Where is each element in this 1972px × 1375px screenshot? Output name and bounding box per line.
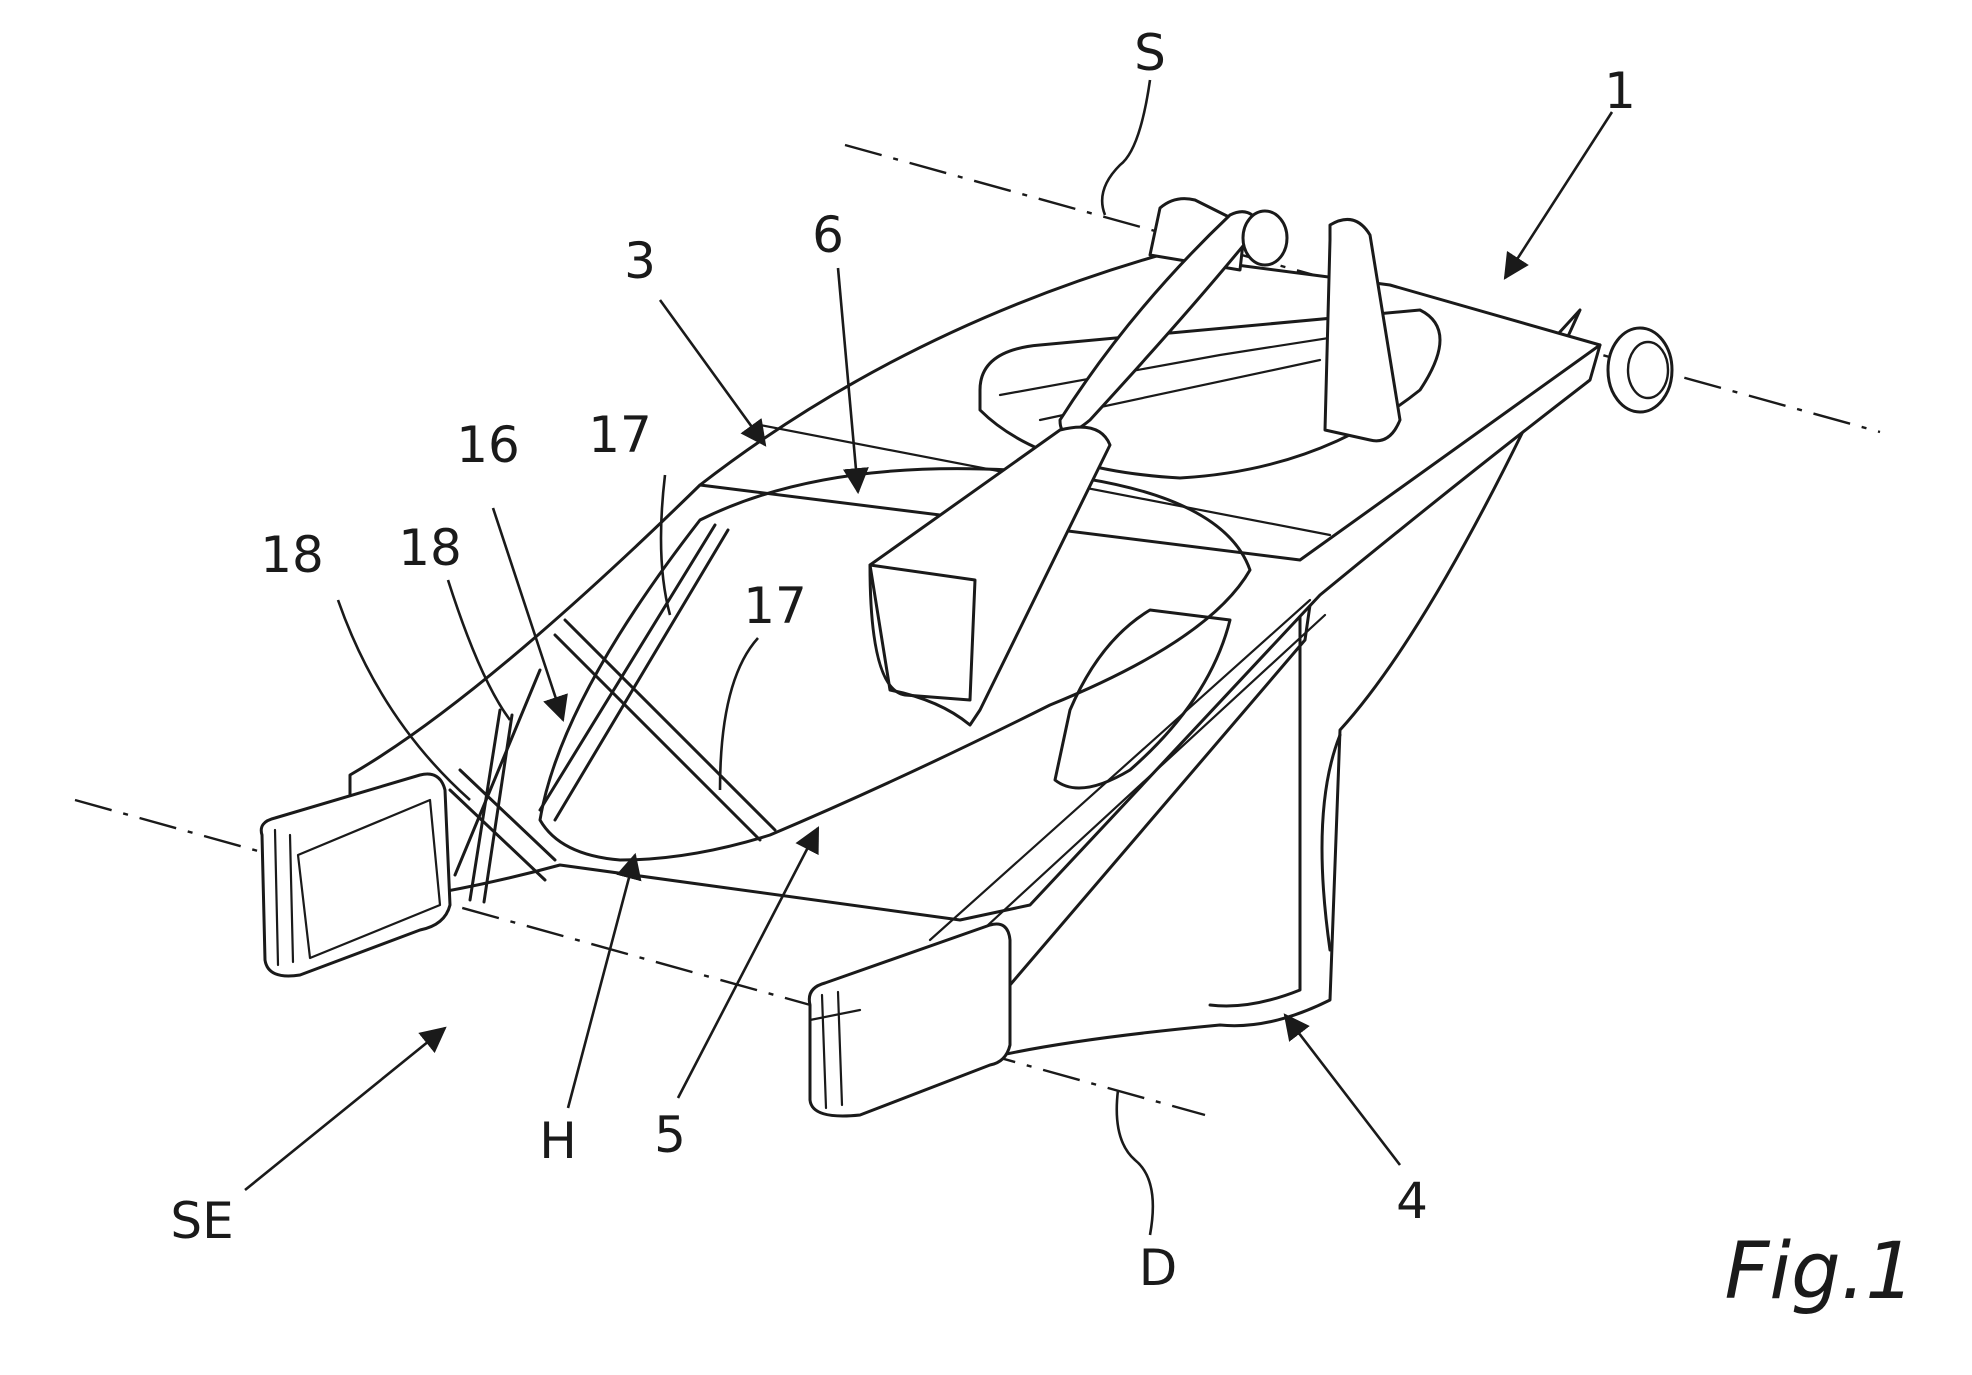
top-plate-rim — [698, 343, 1602, 562]
label-4: 4 — [1396, 1172, 1428, 1230]
right-end-box-face — [808, 990, 862, 1110]
label-S: S — [1134, 24, 1166, 82]
leader-17a — [659, 474, 672, 616]
leader-16 — [491, 507, 568, 723]
label-1: 1 — [1604, 62, 1636, 120]
axis-D — [74, 798, 1206, 1117]
pivot-hole-top — [1241, 209, 1289, 267]
label-SE: SE — [170, 1192, 233, 1250]
leader-17b — [718, 637, 759, 791]
lattice-rib-1 — [538, 523, 730, 822]
leader-1 — [1503, 111, 1614, 280]
left-end-box-face — [273, 828, 295, 967]
leader-SE — [244, 1026, 447, 1192]
leader-4 — [1283, 1013, 1402, 1166]
leader-6 — [836, 267, 869, 495]
lattice-rib-5 — [453, 668, 542, 877]
label-18a: 18 — [260, 526, 324, 584]
pivot-bearing-right-inner — [1626, 340, 1670, 400]
leader-3 — [658, 299, 767, 447]
label-16: 16 — [456, 416, 520, 474]
leader-18a — [336, 599, 471, 801]
lattice-rib-3 — [448, 768, 557, 882]
leader-18b — [446, 579, 512, 721]
leader-H — [566, 852, 642, 1109]
pivot-lug-right — [1323, 217, 1402, 443]
right-arm — [928, 598, 1327, 962]
label-17a: 17 — [588, 406, 652, 464]
figure-caption: Fig.1 — [1725, 1227, 1915, 1317]
lower-web-edge — [1208, 603, 1302, 1008]
label-3: 3 — [624, 232, 656, 290]
left-end-box — [259, 772, 452, 978]
label-5: 5 — [654, 1106, 686, 1164]
left-end-box-inner — [296, 798, 442, 960]
label-D: D — [1139, 1239, 1178, 1297]
leader-D — [1115, 1089, 1155, 1236]
label-6: 6 — [812, 206, 844, 264]
right-inner-pocket — [1053, 608, 1232, 790]
label-17b: 17 — [743, 577, 807, 635]
cross-tube-end — [868, 563, 977, 702]
lattice-rib-2 — [553, 618, 777, 842]
label-H: H — [539, 1112, 577, 1170]
leader-S — [1100, 79, 1152, 216]
leader-5 — [676, 826, 820, 1099]
lower-web-curve — [1320, 733, 1342, 952]
right-end-box — [807, 922, 1012, 1118]
label-18b: 18 — [398, 519, 462, 577]
